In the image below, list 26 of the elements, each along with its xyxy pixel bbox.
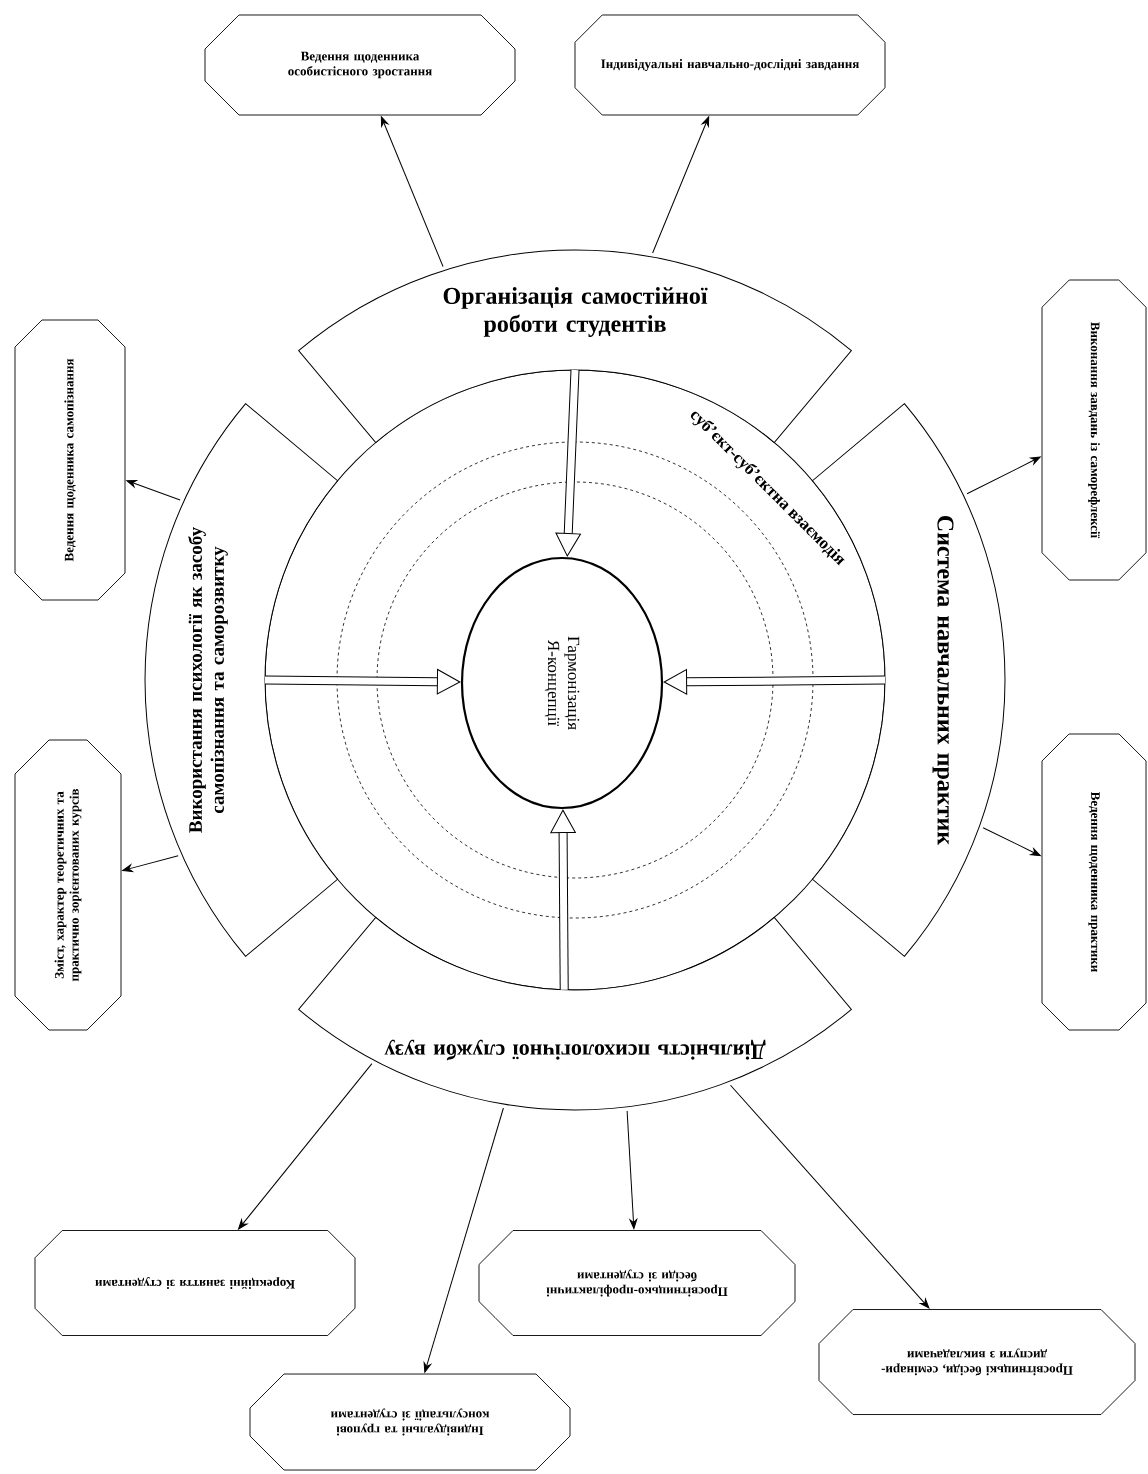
ring-segment: Діяльність психологічної служби вузу bbox=[298, 917, 852, 1111]
arrow bbox=[982, 827, 1041, 857]
arrow bbox=[238, 1063, 373, 1230]
arrow bbox=[626, 1110, 638, 1230]
arrow bbox=[126, 480, 181, 501]
octagon-box: Індивідуальні навчально-дослідні завдання bbox=[574, 14, 886, 116]
octagon-box: Ведення щоденника практики bbox=[1041, 733, 1147, 1031]
arrow bbox=[380, 116, 444, 267]
octagon-box: Просвітницько-профілактичні бесіди зі студентами bbox=[478, 1230, 796, 1336]
hollow-arrow bbox=[550, 809, 576, 990]
hollow-arrow bbox=[555, 369, 581, 557]
octagon-box: Зміст, характер теоретичних та практично зорієнтованих курсів bbox=[14, 739, 122, 1031]
hollow-arrow bbox=[264, 668, 461, 695]
arrow bbox=[730, 1084, 930, 1309]
octagon-box: Просвітницькі бесіди, семінари-диспути з викладачами bbox=[818, 1309, 1136, 1415]
octagon-box: Корекційні заняття зі студентами bbox=[34, 1230, 356, 1336]
arrow bbox=[966, 456, 1041, 495]
arrow bbox=[423, 1107, 504, 1373]
octagon-box: Ведення щоденника особистісного зростання bbox=[204, 14, 516, 116]
octagon-box: Ведення щоденника самопізнання bbox=[14, 319, 126, 601]
ring-segment: Використання психології як засобу самопізнання та саморозвитку bbox=[144, 403, 339, 957]
arrow bbox=[122, 855, 179, 872]
hollow-arrow bbox=[663, 669, 886, 695]
octagon-box: Виконання завдань із саморефлексії bbox=[1041, 279, 1147, 581]
octagon-box: Індивідуальні та групові консультації зі студентами bbox=[249, 1373, 571, 1471]
arrow bbox=[652, 116, 710, 254]
